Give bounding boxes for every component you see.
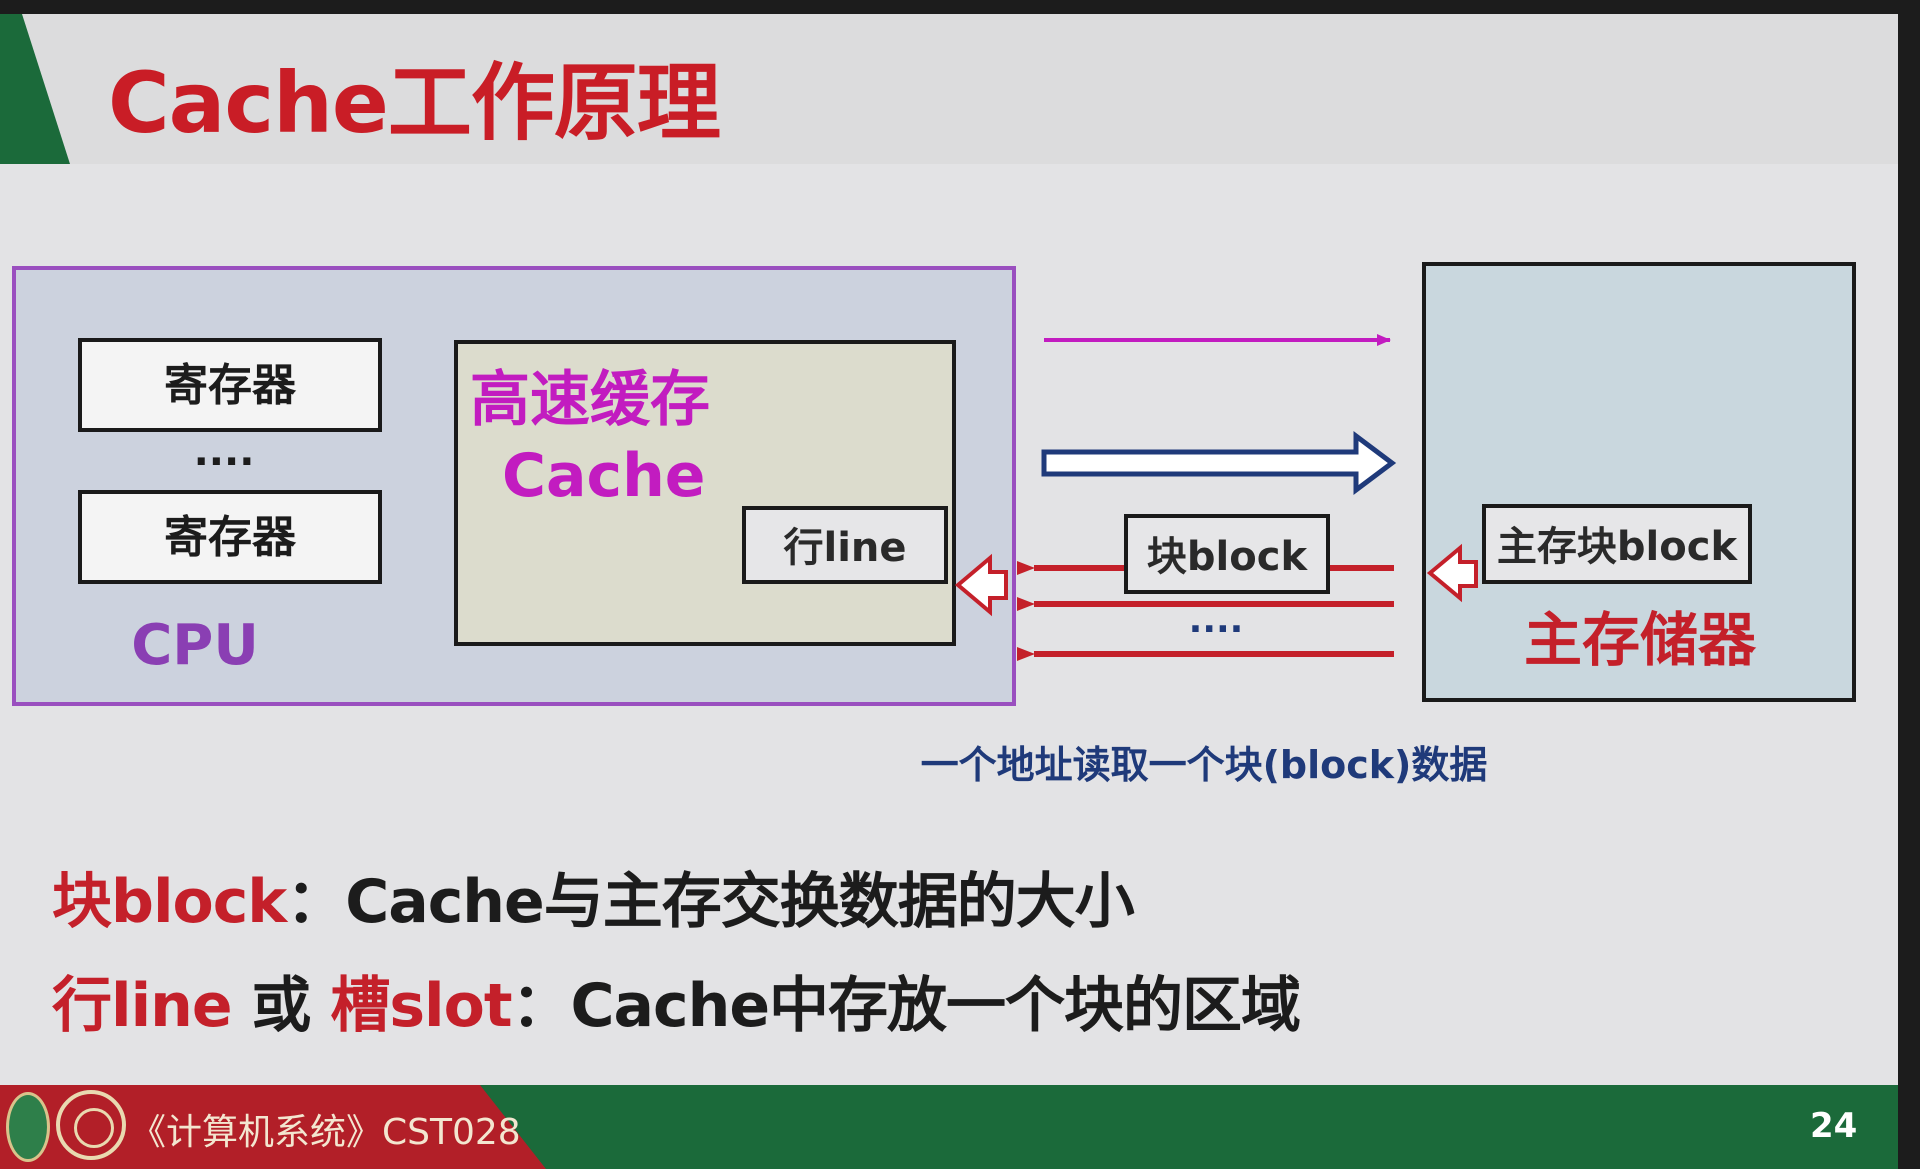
transfer-ellipsis: ....: [1189, 600, 1244, 641]
header-band: [0, 14, 1898, 164]
page-number: 24: [1810, 1106, 1858, 1146]
cpu-label: CPU: [131, 613, 259, 678]
term-block: 块block: [52, 867, 287, 937]
register-ellipsis: ....: [194, 429, 255, 475]
term-slot: 槽slot: [330, 971, 512, 1041]
cache-label-cn: 高速缓存: [470, 365, 710, 435]
definition-block-text: ：Cache与主存交换数据的大小: [286, 867, 1134, 937]
transfer-block-label: 块block: [1147, 534, 1309, 580]
cache-line-label: 行line: [783, 525, 906, 571]
course-name: 《计算机系统》CST028: [130, 1112, 521, 1153]
university-logo-icon: [6, 1092, 50, 1162]
right-border: [1898, 0, 1920, 1169]
term-or: 或: [231, 971, 331, 1041]
memory-out-arrow-icon: [1426, 543, 1478, 603]
cache-label-en: Cache: [502, 441, 706, 511]
memory-block-box: [1482, 504, 1752, 584]
definition-block: 块block：Cache与主存交换数据的大小: [52, 850, 1752, 954]
register-box-2: [78, 490, 382, 584]
definition-line-text: ：Cache中存放一个块的区域: [511, 971, 1301, 1041]
term-line: 行line: [52, 971, 233, 1041]
main-memory-box: [1422, 262, 1856, 702]
school-seal-icon: [56, 1090, 126, 1160]
definition-line: 行line 或 槽slot：Cache中存放一个块的区域: [52, 954, 1752, 1058]
transfer-block-box: [1124, 514, 1330, 594]
memory-block-label: 主存块block: [1497, 524, 1739, 570]
header-accent: [0, 14, 70, 164]
definitions: 块block：Cache与主存交换数据的大小 行line 或 槽slot：Cac…: [52, 850, 1752, 1058]
cache-box: [454, 340, 956, 646]
register-label-1: 寄存器: [164, 360, 297, 411]
transfer-caption: 一个地址读取一个块(block)数据: [921, 743, 1488, 787]
register-box-1: [78, 338, 382, 432]
cache-fill-arrow-icon: [954, 553, 1008, 617]
top-border: [0, 0, 1920, 14]
request-arrow-icon: [1041, 431, 1397, 495]
register-label-2: 寄存器: [164, 512, 297, 563]
cache-line-box: [742, 506, 948, 584]
footer-red-band: [0, 1085, 546, 1169]
main-memory-label: 主存储器: [1524, 606, 1757, 674]
page-title: Cache工作原理: [108, 54, 721, 152]
